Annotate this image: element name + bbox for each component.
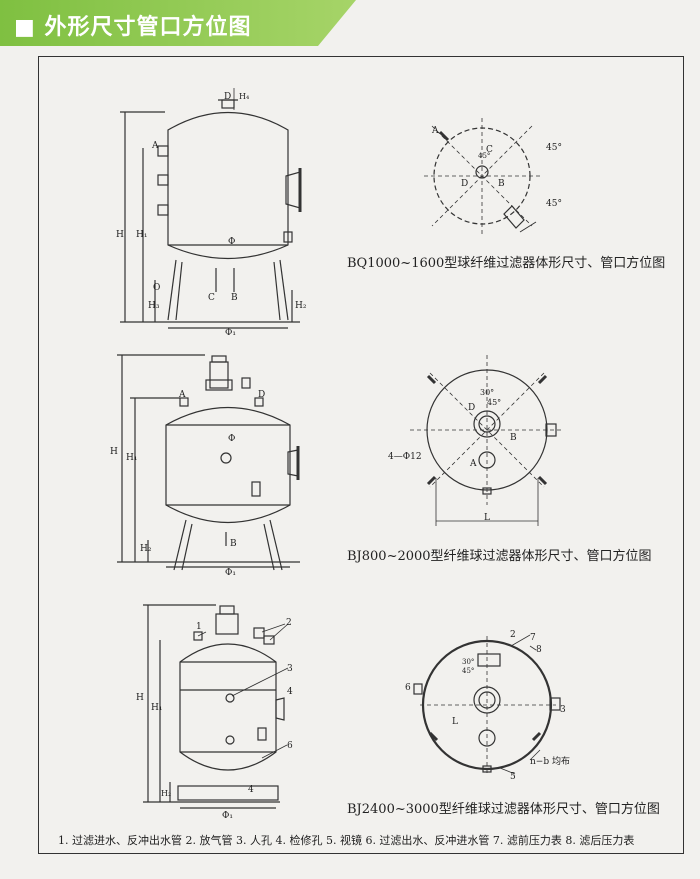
d2p-l: L bbox=[484, 513, 490, 523]
d1p-ang2: 45° bbox=[546, 143, 562, 153]
d3p-ang45: 45° bbox=[462, 667, 474, 675]
diagram2-elevation bbox=[117, 354, 300, 571]
d3p-3: 3 bbox=[560, 705, 566, 715]
d3p-ang30: 30° bbox=[462, 658, 474, 666]
d1p-ang3: 45° bbox=[546, 199, 562, 209]
d2-label-b: B bbox=[230, 539, 237, 549]
d2p-d: D bbox=[468, 403, 475, 413]
d2p-b: B bbox=[510, 433, 517, 443]
header-banner bbox=[0, 0, 356, 46]
caption-diagram3: BJ2400~3000型纤维球过滤器体形尺寸、管口方位图 bbox=[347, 802, 660, 817]
d3p-5: 5 bbox=[510, 772, 516, 782]
diagram1-plan bbox=[424, 118, 540, 234]
d1-label-h1: H₁ bbox=[136, 230, 147, 240]
d1-label-o: O bbox=[153, 283, 160, 293]
d1-label-a: A bbox=[151, 141, 159, 151]
caption-diagram2: BJ800~2000型纤维球过滤器体形尺寸、管口方位图 bbox=[347, 549, 652, 564]
d1-label-h3: H₃ bbox=[148, 301, 160, 311]
drawing-frame bbox=[38, 56, 684, 854]
d1-label-c: C bbox=[208, 293, 215, 303]
d2p-a: A bbox=[469, 459, 477, 469]
d2-label-d: D bbox=[258, 390, 265, 400]
d3-label-4b: 4 bbox=[248, 785, 254, 795]
diagram3-elevation bbox=[143, 604, 289, 809]
d1p-d: D bbox=[461, 179, 468, 189]
d2p-holes: 4—Φ12 bbox=[388, 452, 422, 462]
d3p-6: 6 bbox=[405, 683, 411, 693]
diagram1-elevation bbox=[120, 88, 302, 329]
d2-label-phi1: Φ₁ bbox=[225, 568, 236, 578]
d3-label-4: 4 bbox=[287, 687, 293, 697]
legend: 1. 过滤进水、反冲出水管 2. 放气管 3. 人孔 4. 检修孔 5. 视镜 … bbox=[58, 834, 635, 847]
diagram3-plan bbox=[413, 634, 561, 775]
d3-label-phi1: Φ₁ bbox=[222, 811, 233, 821]
d1-label-h: H bbox=[116, 230, 124, 240]
d2-label-h1: H₁ bbox=[126, 453, 137, 463]
page-title: ■ 外形尺寸管口方位图 bbox=[14, 15, 252, 40]
d1p-ang1: 45° bbox=[478, 152, 490, 160]
d1-label-phi: Φ bbox=[228, 237, 235, 247]
d3p-2: 2 bbox=[510, 630, 516, 640]
d1-label-h4: H₄ bbox=[239, 92, 249, 101]
d3p-nb: n−b 均布 bbox=[530, 755, 570, 767]
d2p-ang45: 45° bbox=[487, 398, 501, 407]
d2p-ang30: 30° bbox=[480, 388, 494, 397]
d3-label-1: 1 bbox=[196, 622, 202, 632]
d1p-b: B bbox=[498, 179, 505, 189]
d3p-7: 7 bbox=[530, 633, 536, 643]
d3p-l: L bbox=[452, 717, 458, 727]
d1-label-b: B bbox=[231, 293, 238, 303]
d2-label-phi: Φ bbox=[228, 434, 235, 444]
d3-label-2: 2 bbox=[286, 618, 292, 628]
d3-label-3: 3 bbox=[287, 664, 293, 674]
d1-label-d: D bbox=[224, 92, 231, 102]
d1-label-h2: H₂ bbox=[295, 301, 307, 311]
d1-label-phi1: Φ₁ bbox=[225, 328, 236, 338]
d3-label-h: H bbox=[136, 693, 144, 703]
caption-diagram1: BQ1000~1600型球纤维过滤器体形尺寸、管口方位图 bbox=[347, 256, 666, 271]
d3-label-6: 6 bbox=[287, 741, 293, 751]
d3-label-h2: H₂ bbox=[161, 789, 171, 798]
d2-label-h2: H₂ bbox=[140, 544, 152, 554]
diagram2-plan bbox=[410, 355, 564, 526]
d2-label-a: A bbox=[178, 390, 186, 400]
d2-label-h: H bbox=[110, 447, 118, 457]
d1p-a: A bbox=[431, 126, 439, 136]
d3-label-h1: H₁ bbox=[151, 703, 162, 713]
d1p-c: C bbox=[486, 145, 493, 155]
d3p-8: 8 bbox=[536, 645, 542, 655]
